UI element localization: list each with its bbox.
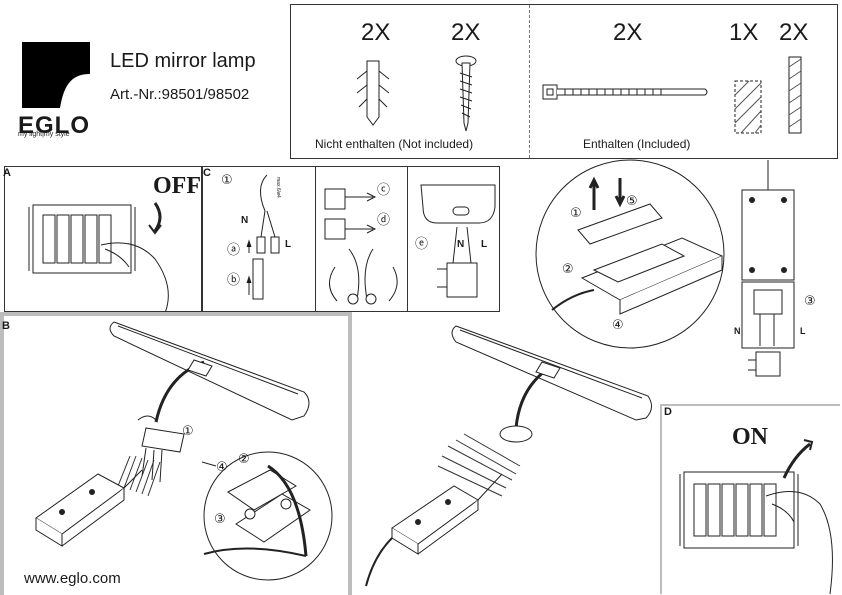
screw-icon [455,55,477,132]
wire-l-label-2: L [481,239,488,250]
box-mark-3: ③ [804,294,816,309]
eglo-logo-mark [18,38,94,136]
step-b-mark-3: ③ [214,512,226,527]
product-title: LED mirror lamp [110,50,256,72]
step-b-mark-2: ② [238,452,250,467]
adhesive-strip-icon [788,56,802,134]
step-d-left-edge [660,404,662,594]
step-c-label: C [203,167,211,179]
wall-anchor-icon [356,60,390,126]
step-c-mark-b: ⓑ [227,273,241,288]
included-caption: Enthalten (Included) [583,137,691,151]
adhesive-pad-icon [734,80,762,134]
wiring-prep-illustration [246,174,496,305]
step-c-mark-e: ⓔ [415,237,429,252]
box-mark-4: ④ [612,318,624,333]
cable-tie-quantity: 2X [613,19,643,46]
not-included-caption: Nicht enthalten (Not included) [315,137,474,151]
driver-n-label: N [734,326,741,336]
parts-box: 2X 2X 2X 1X 2X Nicht enthalten (Not incl… [290,4,838,159]
box-mark-2: ② [562,262,574,277]
article-number: Art.-Nr.:98501/98502 [110,86,249,103]
step-a-panel: A OFF [3,166,202,314]
pad-quantity: 1X [729,19,759,46]
step-c-mark-d: ⓓ [377,213,391,228]
wire-n-label: N [241,215,249,226]
anchor-quantity: 2X [361,19,391,46]
step-b-frame [4,312,352,595]
mounting-illustration [35,321,333,581]
step-b-mark-4: ④ [216,460,228,475]
power-on-label: ON [732,424,768,450]
eglo-logo-text: EGLO [18,112,91,139]
step-c-divider-2 [407,167,408,311]
driver-box-wiring [741,160,795,377]
article-label: Art.-Nr.: [110,86,162,103]
driver-l-label: L [800,326,806,336]
step-b-label: B [2,320,10,332]
step-c-mark-1: ① [221,173,233,188]
wire-l-label: L [285,239,292,250]
power-off-label: OFF [153,173,201,199]
box-mark-5: ⑤ [626,194,638,209]
strip-quantity: 2X [779,19,809,46]
mounted-lamp-illustration [365,325,652,587]
connection-box-detail [535,159,725,349]
parts-divider [529,5,530,158]
logo-tagline: my light|my style [18,131,70,138]
step-c-mark-c: ⓒ [377,183,391,198]
step-b-mark-1: ① [182,424,194,439]
step-c-panel: C ① N L max.6/ø4 ⓐ ⓑ ⓒ ⓓ ⓔ N L [202,166,500,312]
step-c-divider-1 [315,167,316,311]
breaker-off-illustration [28,202,169,314]
step-b-edge [0,312,4,595]
breaker-on-illustration [679,439,833,595]
wire-n-label-2: N [457,239,465,250]
step-d-panel: D ON [660,404,840,595]
article-value: 98501/98502 [161,86,250,103]
website-url: www.eglo.com [24,570,121,587]
step-d-top-edge [660,404,840,406]
step-a-label: A [3,167,11,179]
box-mark-1: ① [570,206,582,221]
screw-quantity: 2X [451,19,481,46]
step-c-mark-a: ⓐ [227,243,241,258]
step-d-label: D [664,406,672,418]
cable-tie-icon [542,84,708,100]
